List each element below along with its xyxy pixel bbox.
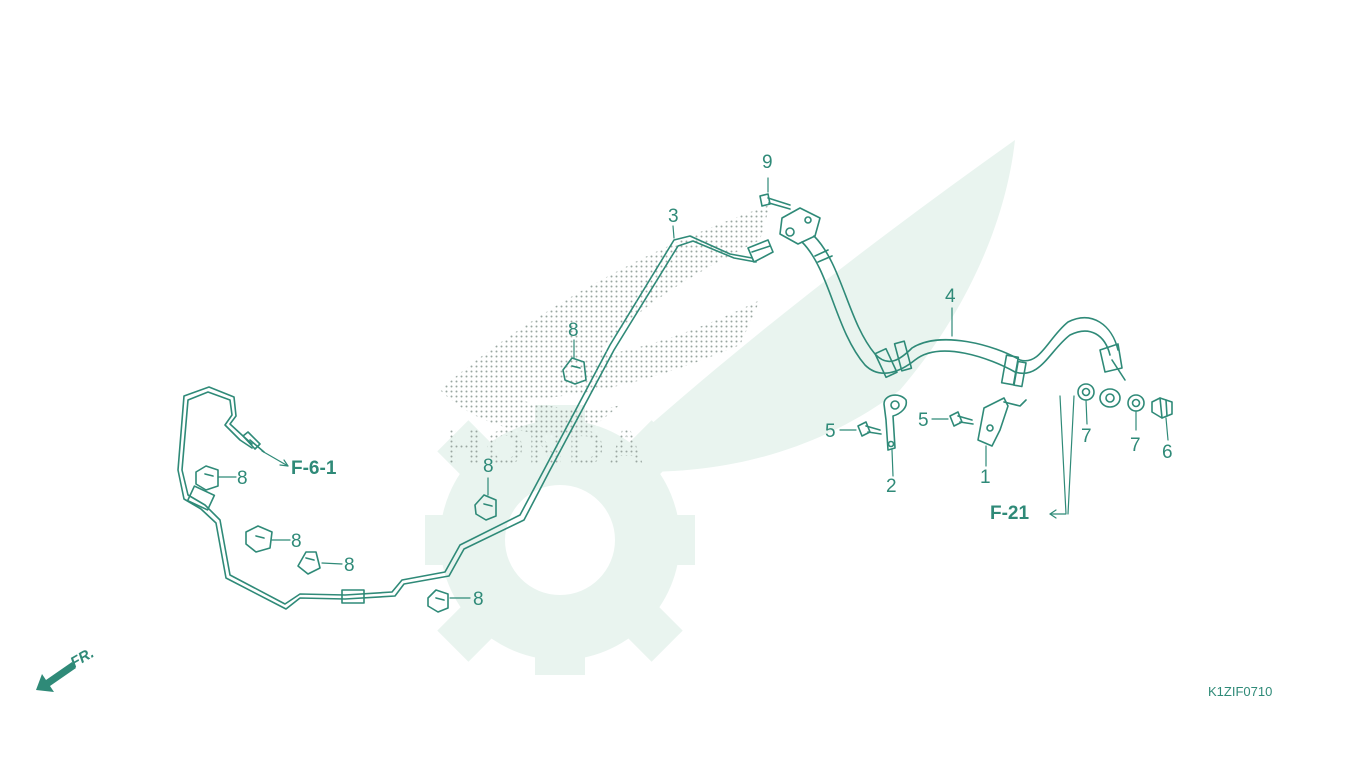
callout-5: 5 (918, 410, 929, 431)
callout-2: 2 (886, 476, 897, 497)
pipe-clamp-8 (195, 465, 219, 491)
callout-7: 7 (1081, 426, 1092, 447)
drawing-code: K1ZIF0710 (1208, 684, 1272, 699)
dotted-wing-watermark (440, 205, 770, 434)
reference-f-6-1[interactable]: F-6-1 (291, 458, 337, 479)
front-direction-arrow: FR. (36, 645, 97, 692)
banjo-bolt-6 (1151, 397, 1173, 419)
callout-1: 1 (980, 467, 991, 488)
pipe-sleeve (341, 589, 365, 604)
hose-stay-1 (977, 397, 1027, 447)
pipe-clamp-8 (245, 525, 273, 553)
bolt-9 (759, 193, 791, 210)
pipe-clamp-8 (427, 589, 449, 613)
callout-8: 8 (483, 456, 494, 477)
banjo-fitting (1099, 388, 1121, 408)
pipe-sleeve (186, 485, 216, 511)
washer-7-right (1127, 394, 1145, 412)
pipe-fitting-rear (747, 239, 774, 263)
callout-5: 5 (825, 421, 836, 442)
callout-7: 7 (1130, 435, 1141, 456)
pipe-clamp-8 (297, 551, 321, 575)
pipe-clamp-8 (562, 357, 587, 385)
callouts: 9 3 4 8 8 8 8 8 8 5 5 2 1 7 7 6 (237, 152, 1173, 610)
callout-8: 8 (568, 320, 579, 341)
callout-8: 8 (291, 531, 302, 552)
callout-8: 8 (344, 555, 355, 576)
callout-8: 8 (473, 589, 484, 610)
honda-wing-watermark: HONDA (425, 140, 1015, 675)
hose-clamp-2 (883, 394, 908, 451)
callout-6: 6 (1162, 442, 1173, 463)
callout-9: 9 (762, 152, 773, 173)
leader-lines (217, 177, 1169, 599)
bolt-5-left (857, 421, 882, 437)
washer-7-left (1077, 383, 1095, 401)
watermark-brand-text: HONDA (445, 420, 648, 476)
bolt-5-right (949, 411, 974, 427)
brake-pipe (177, 235, 757, 610)
wing-watermark (600, 140, 1015, 472)
callout-4: 4 (945, 286, 956, 307)
pipe-fitting-front (242, 431, 265, 453)
pipe-clamp-8 (474, 494, 497, 521)
hose-joint-block (779, 207, 821, 245)
callout-3: 3 (668, 206, 679, 227)
wing-watermark-lower (620, 340, 870, 480)
reference-f-21[interactable]: F-21 (990, 503, 1030, 524)
callout-8: 8 (237, 468, 248, 489)
brake-hose (801, 235, 1126, 388)
